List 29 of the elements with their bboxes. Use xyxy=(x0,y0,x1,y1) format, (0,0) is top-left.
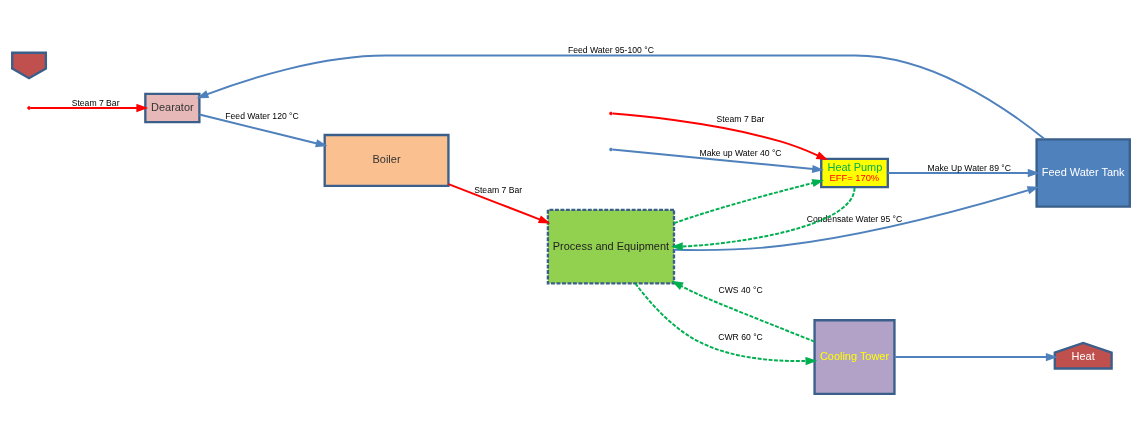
arrow xyxy=(673,185,1040,251)
edge-label: Steam 7 Bar xyxy=(716,113,765,124)
arrow xyxy=(447,182,551,223)
arrow xyxy=(611,148,824,173)
arrow xyxy=(196,54,1046,140)
edge-label: Steam 7 Bar xyxy=(71,97,120,107)
arrow xyxy=(671,280,816,343)
arrow xyxy=(886,168,1040,177)
arrow xyxy=(673,178,824,224)
node-box: Feed Water Tank xyxy=(1035,137,1131,208)
node-box: Heat Pump EFF= 170% xyxy=(820,157,889,188)
arrow xyxy=(634,282,818,365)
edge-label: Feed Water 95-100 °C xyxy=(567,44,654,55)
arrow xyxy=(198,113,328,147)
edge-label: Make up Water 40 °C xyxy=(699,147,782,158)
edge-label: CWS 40 °C xyxy=(718,284,763,295)
node-box: Process and Equipment xyxy=(546,208,676,285)
node-arrow xyxy=(11,51,48,80)
edge-label: Steam 7 Bar xyxy=(474,184,523,195)
node-box: Dearator xyxy=(144,92,201,123)
arrow xyxy=(893,352,1058,361)
node-box: Boiler xyxy=(323,133,450,187)
edge-label: CWR 60 °C xyxy=(718,331,763,342)
node-box: Cooling Tower xyxy=(813,318,896,395)
arrow xyxy=(611,112,829,160)
arrow xyxy=(29,103,149,112)
edge-label: Make Up Water 89 °C xyxy=(927,162,1012,172)
edge-label: Feed Water 120 °C xyxy=(225,110,299,121)
arrow xyxy=(671,186,856,251)
